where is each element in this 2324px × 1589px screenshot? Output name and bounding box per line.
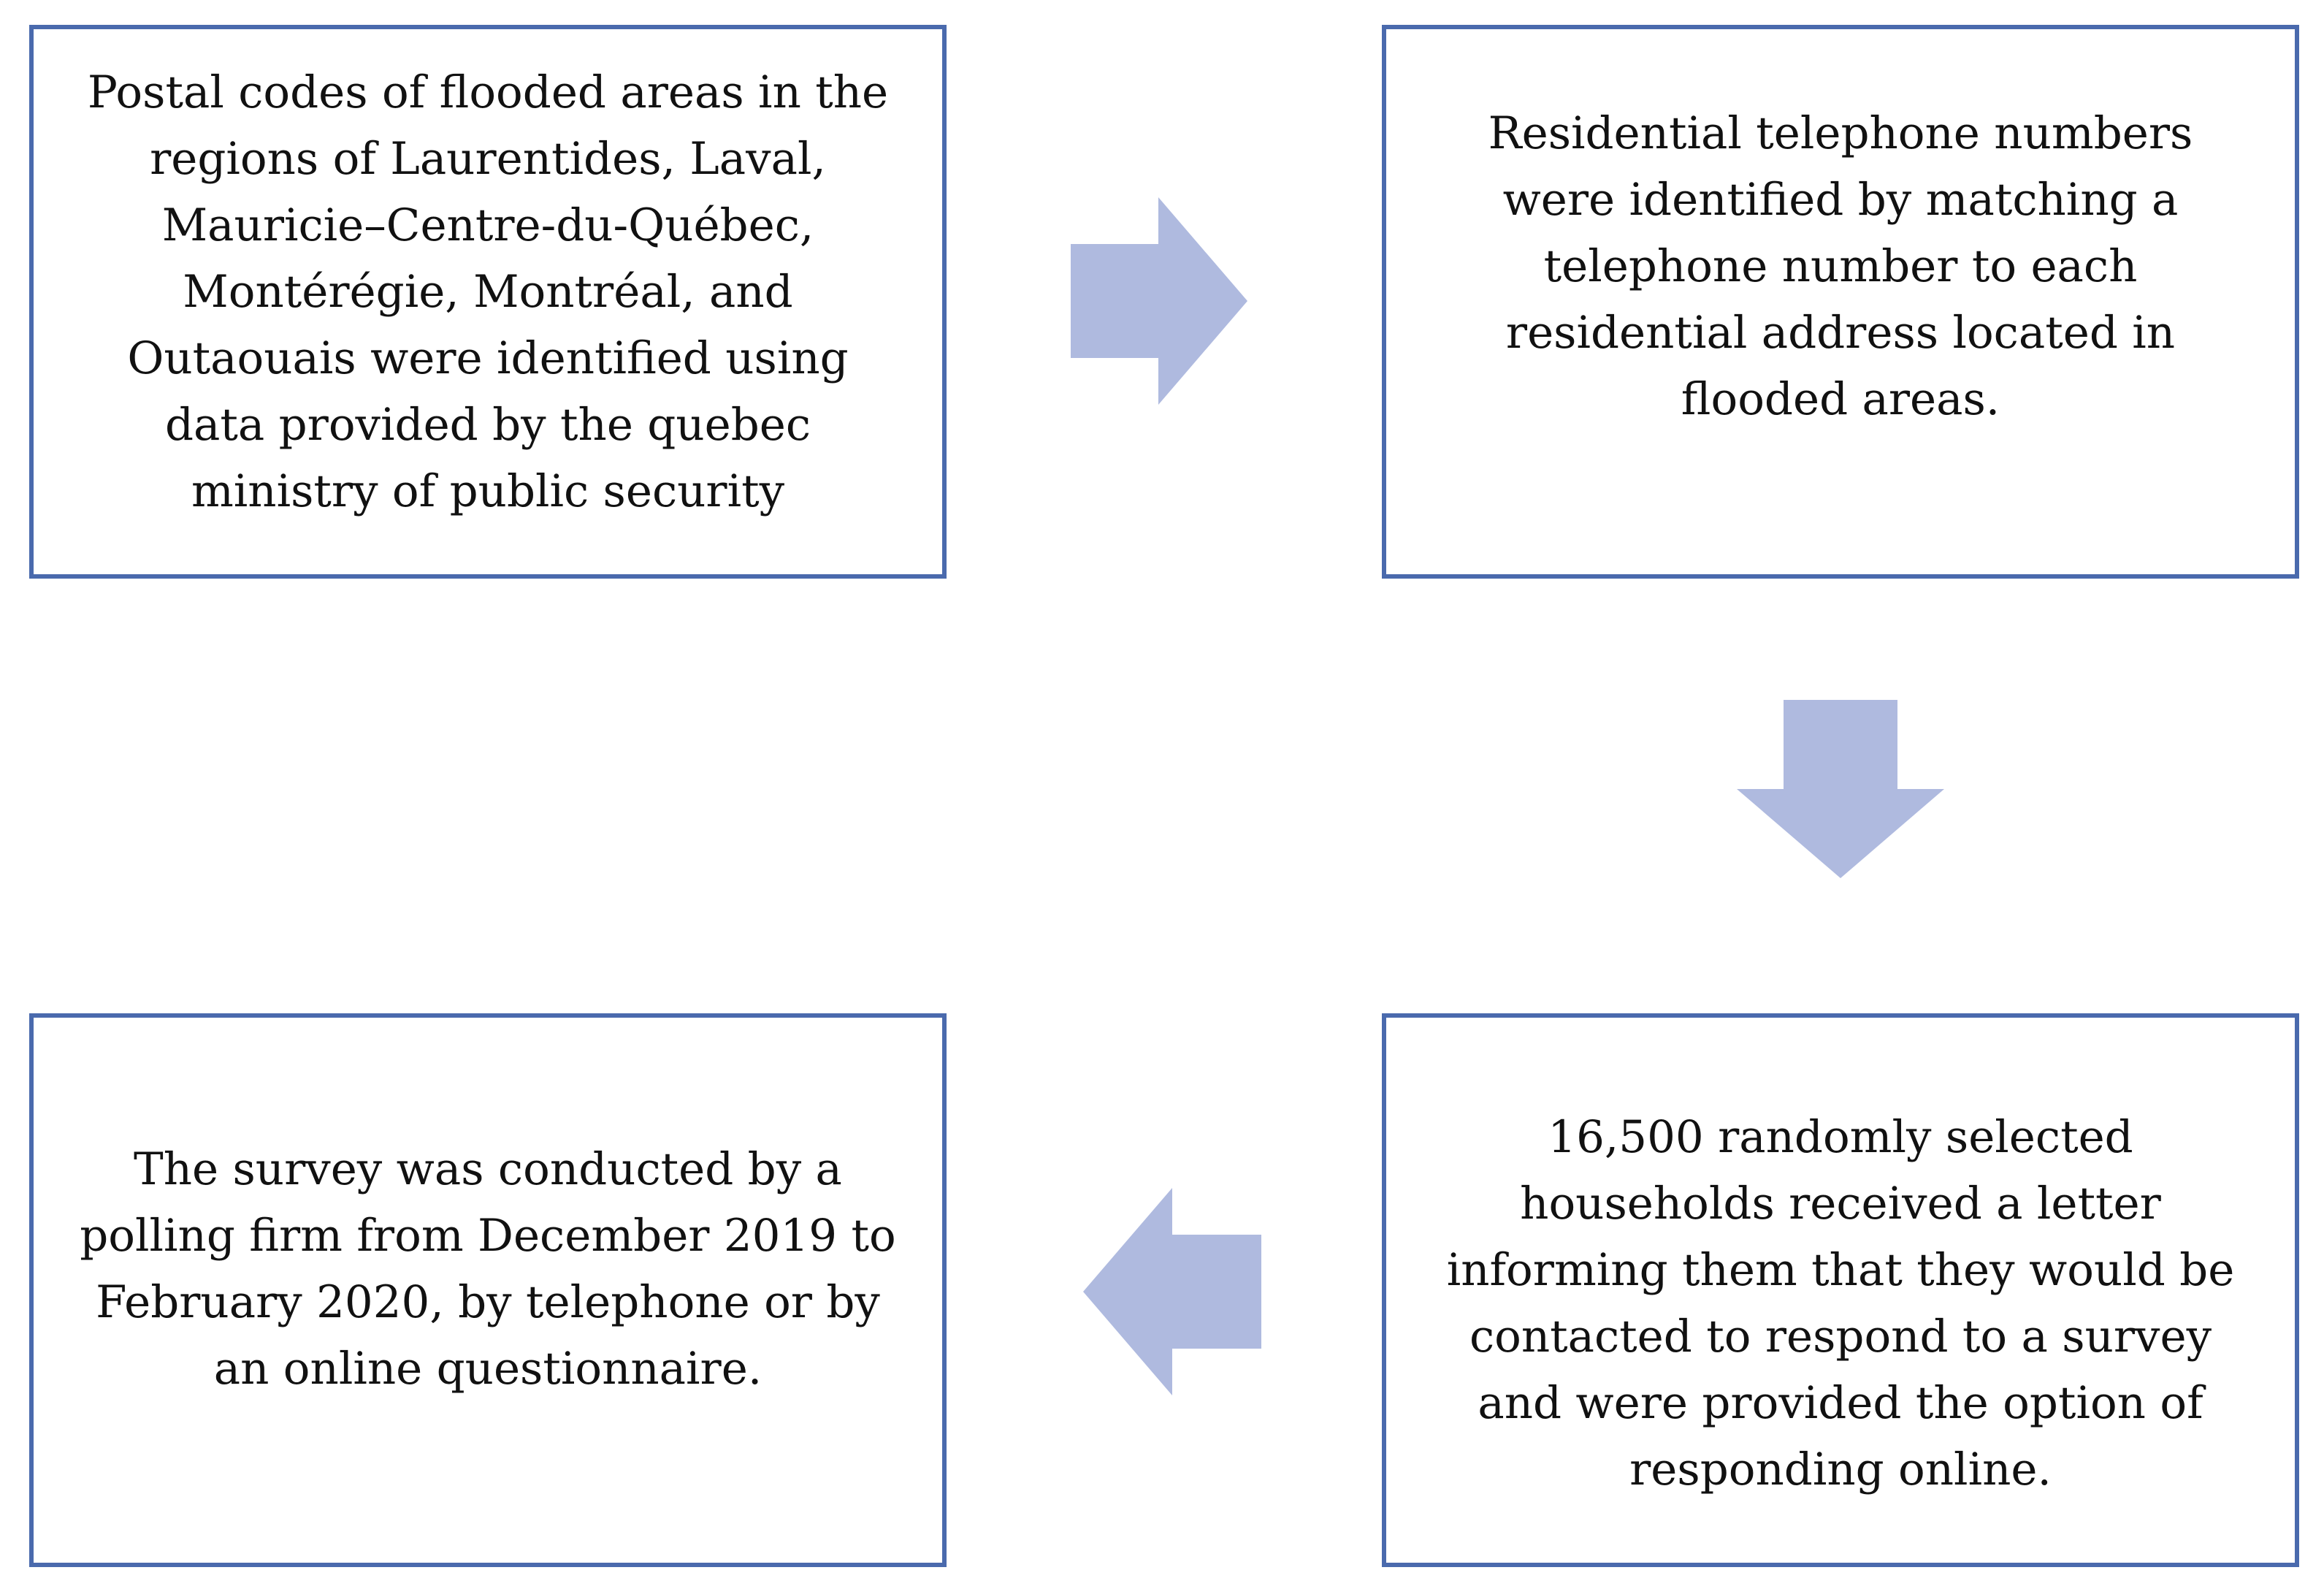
step-2-text: Residential telephone numbers were ident… [1488, 107, 2193, 425]
arrow-left-icon [1083, 1188, 1261, 1395]
step-3-text: 16,500 randomly selected households rece… [1446, 1111, 2235, 1495]
step-4-box: The survey was conducted by a polling fi… [29, 1013, 947, 1567]
step-4-text: The survey was conducted by a polling fi… [80, 1143, 896, 1395]
step-3-box: 16,500 randomly selected households rece… [1382, 1013, 2299, 1567]
step-1-box: Postal codes of flooded areas in the reg… [29, 25, 947, 579]
arrow-down-icon [1737, 700, 1944, 878]
step-2-box: Residential telephone numbers were ident… [1382, 25, 2299, 579]
step-1-text: Postal codes of flooded areas in the reg… [87, 66, 889, 517]
arrow-right-icon [1071, 197, 1247, 405]
